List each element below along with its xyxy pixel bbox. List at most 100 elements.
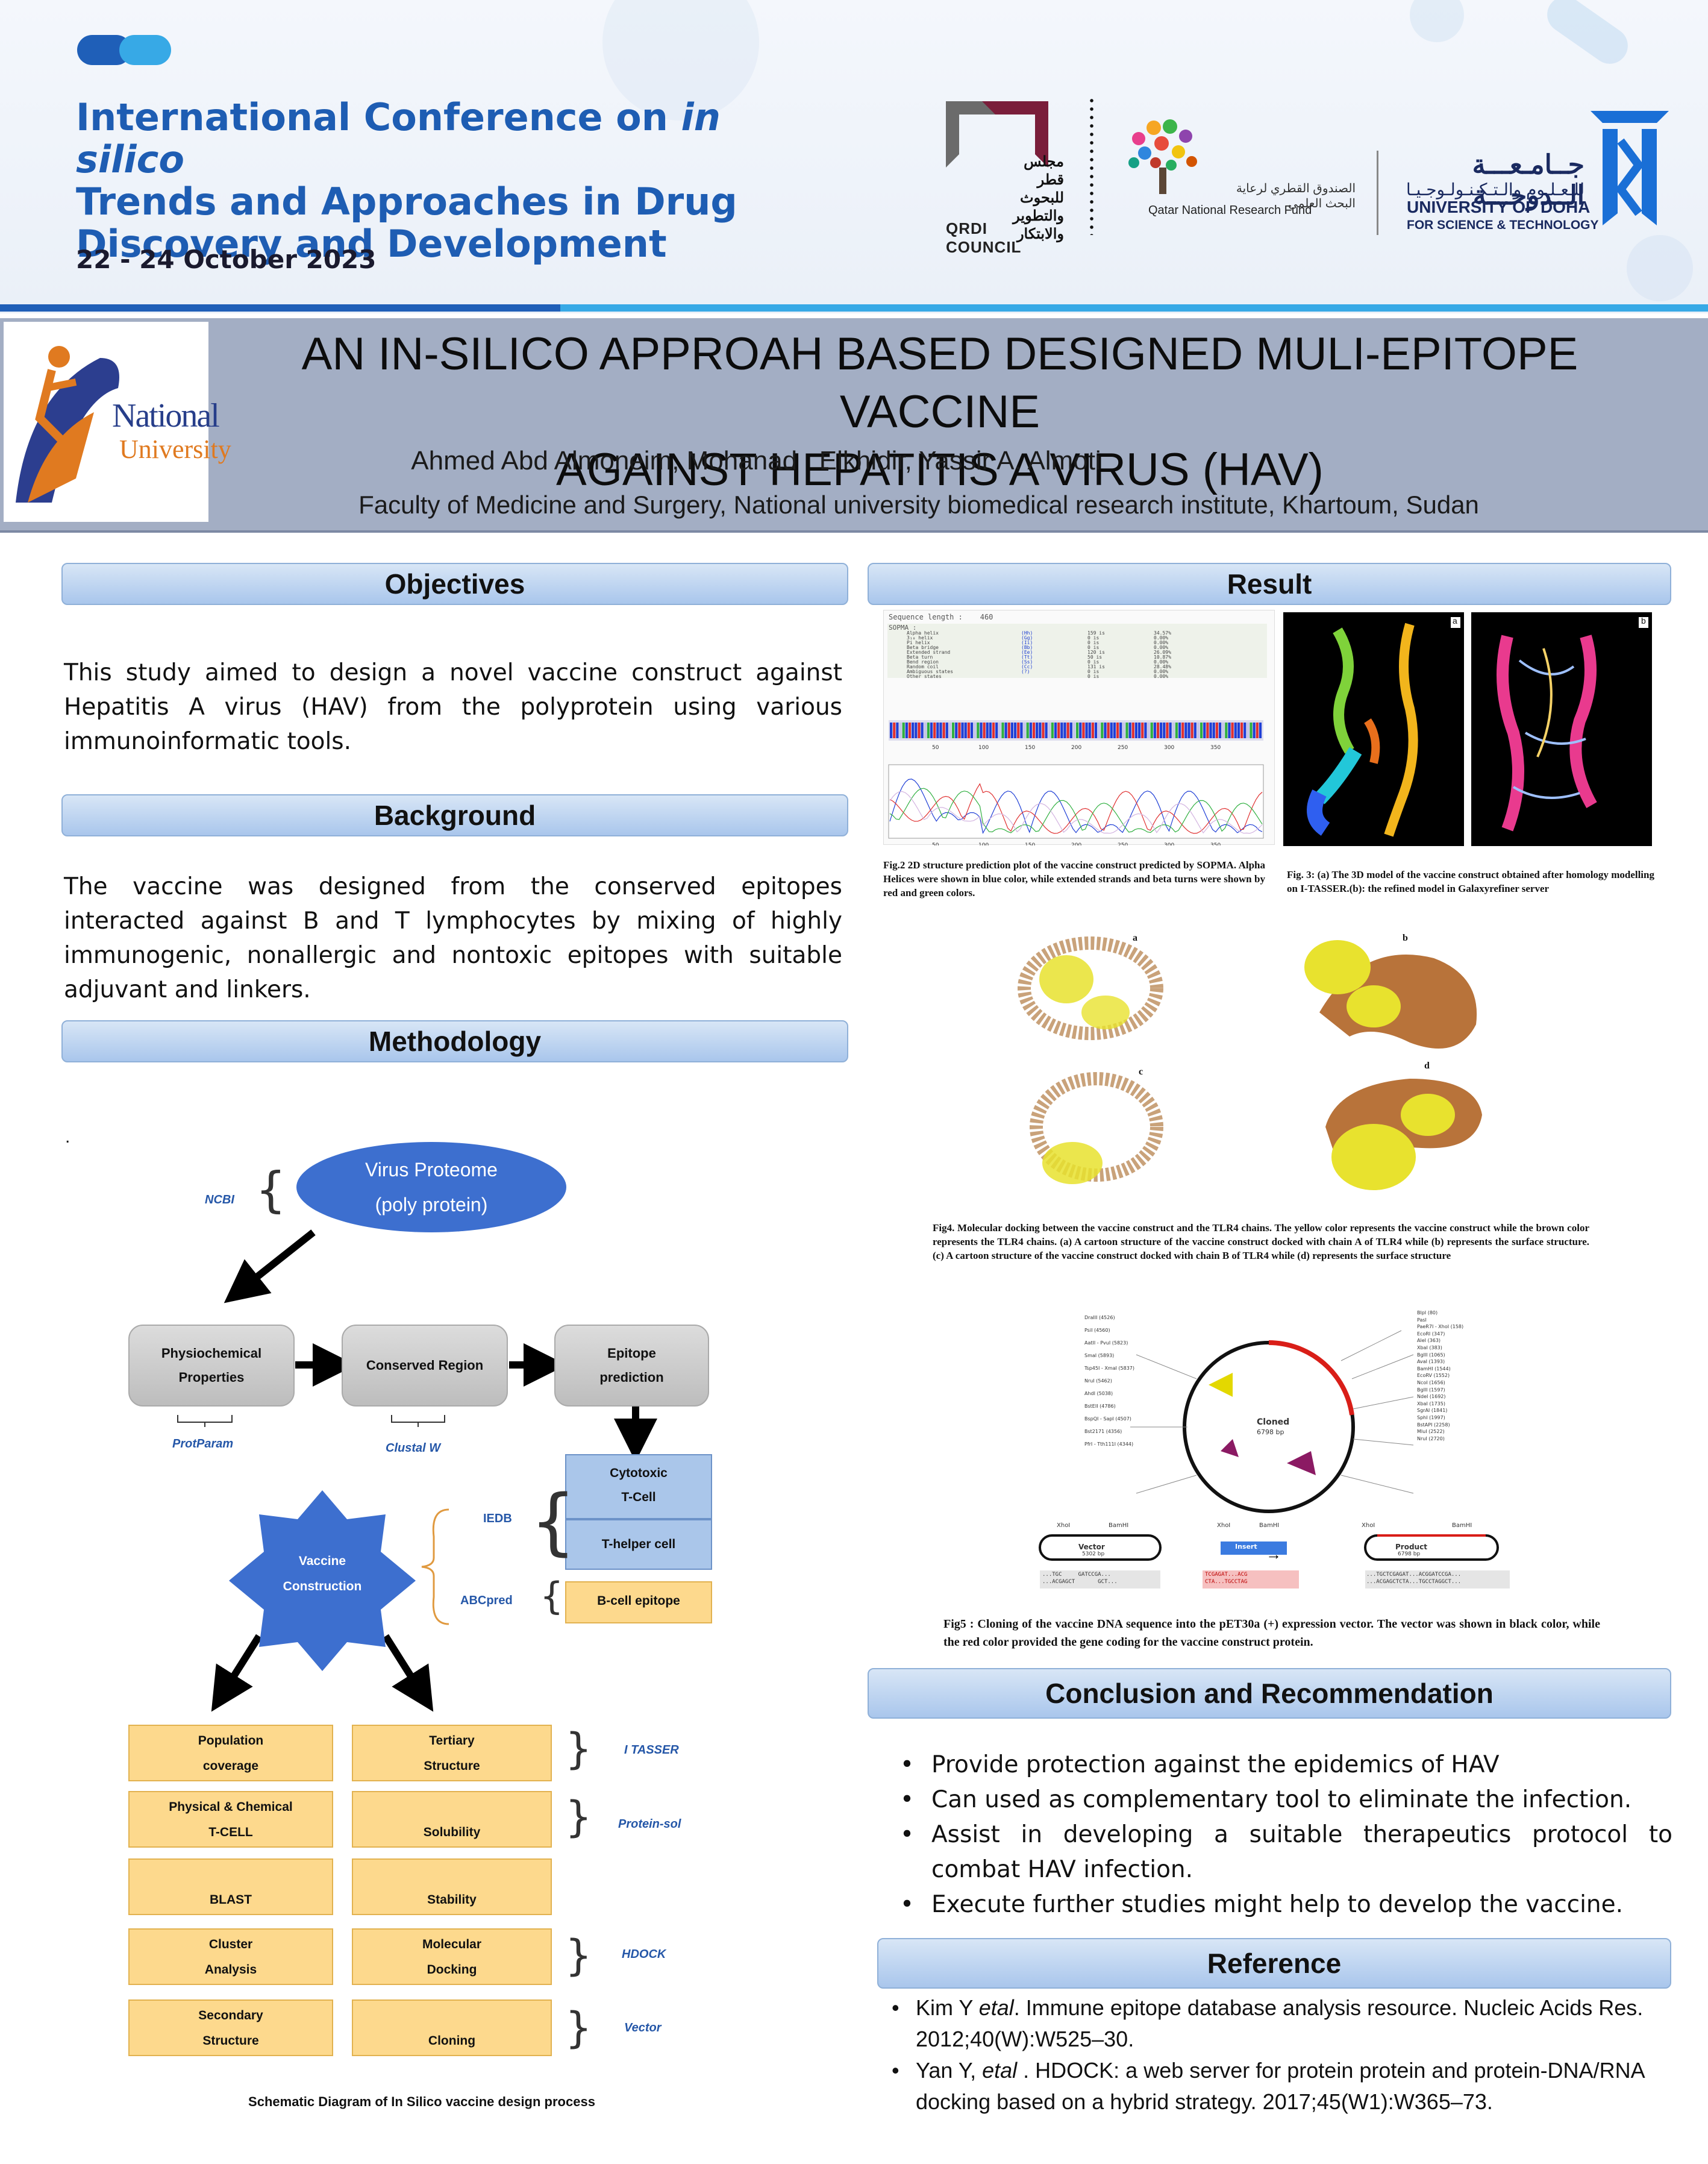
fig5-center-label: Cloned — [1257, 1417, 1290, 1427]
ncbi-label: NCBI — [205, 1193, 234, 1206]
sopma-bar-segment — [992, 723, 995, 738]
fig3-label-b: b — [1641, 616, 1646, 626]
box-line2: BLAST — [210, 1893, 252, 1907]
virus-proteome-node: Virus Proteome (poly protein) — [296, 1142, 566, 1232]
fig4c-cartoon — [1030, 1072, 1163, 1184]
sopma-bar-segment — [1209, 723, 1212, 738]
sopma-row-pct: 0.00% — [1154, 674, 1169, 679]
sopma-bar-segment — [939, 723, 942, 738]
sopma-row: Other states 0 is 0.00% — [889, 674, 1226, 679]
box-line1: Molecular — [422, 1937, 482, 1951]
sopma-bar-segment — [1017, 723, 1020, 738]
sopma-row-code: (?) — [1021, 669, 1030, 674]
sopma-row-name: Pi helix — [907, 640, 930, 645]
sopma-bar-segment — [1042, 723, 1045, 738]
national-university-logo: National University — [4, 322, 231, 522]
sopma-bar-segment — [905, 723, 908, 738]
fig4d-surface — [1325, 1079, 1482, 1190]
sopma-bar-segment — [1222, 723, 1225, 738]
sopma-profile-line — [889, 791, 1263, 834]
conserved-region-node: Conserved Region — [342, 1325, 508, 1407]
fig5-site-right: NdeI (1692) — [1417, 1394, 1446, 1400]
sopma-bar-segment — [1107, 723, 1110, 738]
sopma-bar-segment — [1138, 723, 1141, 738]
sopma-bar-segment — [1131, 723, 1134, 738]
sopma-tick-bottom: 150 — [1025, 842, 1035, 845]
fig5-site-right: PasI — [1417, 1317, 1427, 1323]
conclusion-list: Provide protection against the epidemics… — [883, 1748, 1672, 1922]
itasser-brace: } — [565, 1724, 592, 1774]
background-heading: Background — [61, 794, 848, 836]
conclusion-heading: Conclusion and Recommendation — [868, 1668, 1671, 1719]
sopma-row-count: 0 is — [1087, 659, 1100, 665]
sopma-bar-segment — [1104, 723, 1107, 738]
fig5-seq-right2: ...ACGAGCTCTA...TGCCTAGGCT... — [1366, 1579, 1462, 1585]
sopma-profile-line — [889, 788, 1263, 833]
sopma-row-name: Beta turn — [907, 654, 933, 660]
stray-dot: . — [65, 1127, 70, 1147]
sopma-row-name: Other states — [907, 674, 942, 679]
sopma-bar-segment — [1247, 723, 1250, 738]
objectives-text: This study aimed to design a novel vacci… — [64, 659, 842, 755]
sopma-tick-top: 300 — [1164, 745, 1174, 751]
sopma-row-count: 131 is — [1087, 664, 1105, 670]
abcpred-brace: { — [540, 1574, 564, 1618]
sopma-figure: Sequence length : 460 SOPMA : Alpha heli… — [883, 610, 1275, 845]
sopma-bar-segment — [930, 723, 933, 738]
fig5-site-right: XbaI (383) — [1417, 1345, 1442, 1350]
sopma-tick-bottom: 100 — [978, 842, 989, 845]
udst-mark-icon — [1591, 111, 1669, 225]
sopma-bar-segment — [1150, 723, 1153, 738]
sopma-bar-segment — [1228, 723, 1231, 738]
fig5-site-left: Bst2171 (4356) — [1084, 1429, 1122, 1434]
sopma-bar-segment — [1141, 723, 1144, 738]
fig5-center-bp: 6798 bp — [1257, 1428, 1284, 1436]
sopma-row-count: 0 is — [1087, 674, 1100, 679]
sopma-bar-segment — [1051, 723, 1054, 738]
objectives-heading: Objectives — [61, 563, 848, 605]
sopma-bar-segment — [1125, 723, 1128, 738]
vector-label: Vector — [624, 2021, 662, 2034]
sopma-bar-segment — [1166, 723, 1169, 738]
fig5-site-left: NruI (5462) — [1084, 1378, 1112, 1384]
hdock-brace: } — [565, 1931, 592, 1980]
sopma-tick-top: 200 — [1071, 745, 1081, 751]
sopma-bar-segment — [1094, 723, 1098, 738]
fig4-docking-image — [1018, 936, 1482, 1190]
sopma-bar-segment — [1206, 723, 1209, 738]
fig3a-model-image — [1283, 612, 1464, 846]
arrow-vaccine-to-left — [211, 1634, 263, 1712]
sopma-bar-segment — [998, 723, 1001, 738]
fig5-site-left: Tsp45I - XmaI (5837) — [1084, 1366, 1134, 1371]
reference-etal: etal — [982, 2058, 1018, 2083]
protparam-label: ProtParam — [172, 1437, 234, 1451]
sopma-row-code: (Tt) — [1021, 654, 1033, 660]
sopma-row-code: (Gg) — [1021, 635, 1033, 641]
udst-logo: جــامـعـــة الــدوحـــة للـعـلـوم والـتـ… — [1404, 102, 1687, 241]
sopma-row-count: 0 is — [1087, 640, 1100, 645]
fig5-vector-label: Vector — [1078, 1543, 1105, 1551]
conference-title: International Conference on in silico Tr… — [76, 95, 737, 266]
sopma-bar-segment — [1134, 723, 1138, 738]
sopma-bar-segment — [1253, 723, 1256, 738]
fig5-site-right: PaeR7I - XhoI (158) — [1417, 1324, 1464, 1330]
sopma-tick-bottom: 250 — [1118, 842, 1128, 845]
fig5-caption: Fig5 : Cloning of the vaccine DNA sequen… — [943, 1617, 1600, 1649]
sopma-bar-segment — [1085, 723, 1088, 738]
sopma-bar-segment — [1039, 723, 1042, 738]
sopma-bar-segment — [958, 723, 961, 738]
box-line1: Population — [198, 1734, 264, 1748]
sopma-bar-segment — [1203, 723, 1206, 738]
sopma-bar-segment — [970, 723, 974, 738]
sopma-row-count: 120 is — [1087, 650, 1105, 655]
abcpred-label: ABCpred — [460, 1594, 513, 1607]
conference-badge-icon — [77, 35, 171, 65]
